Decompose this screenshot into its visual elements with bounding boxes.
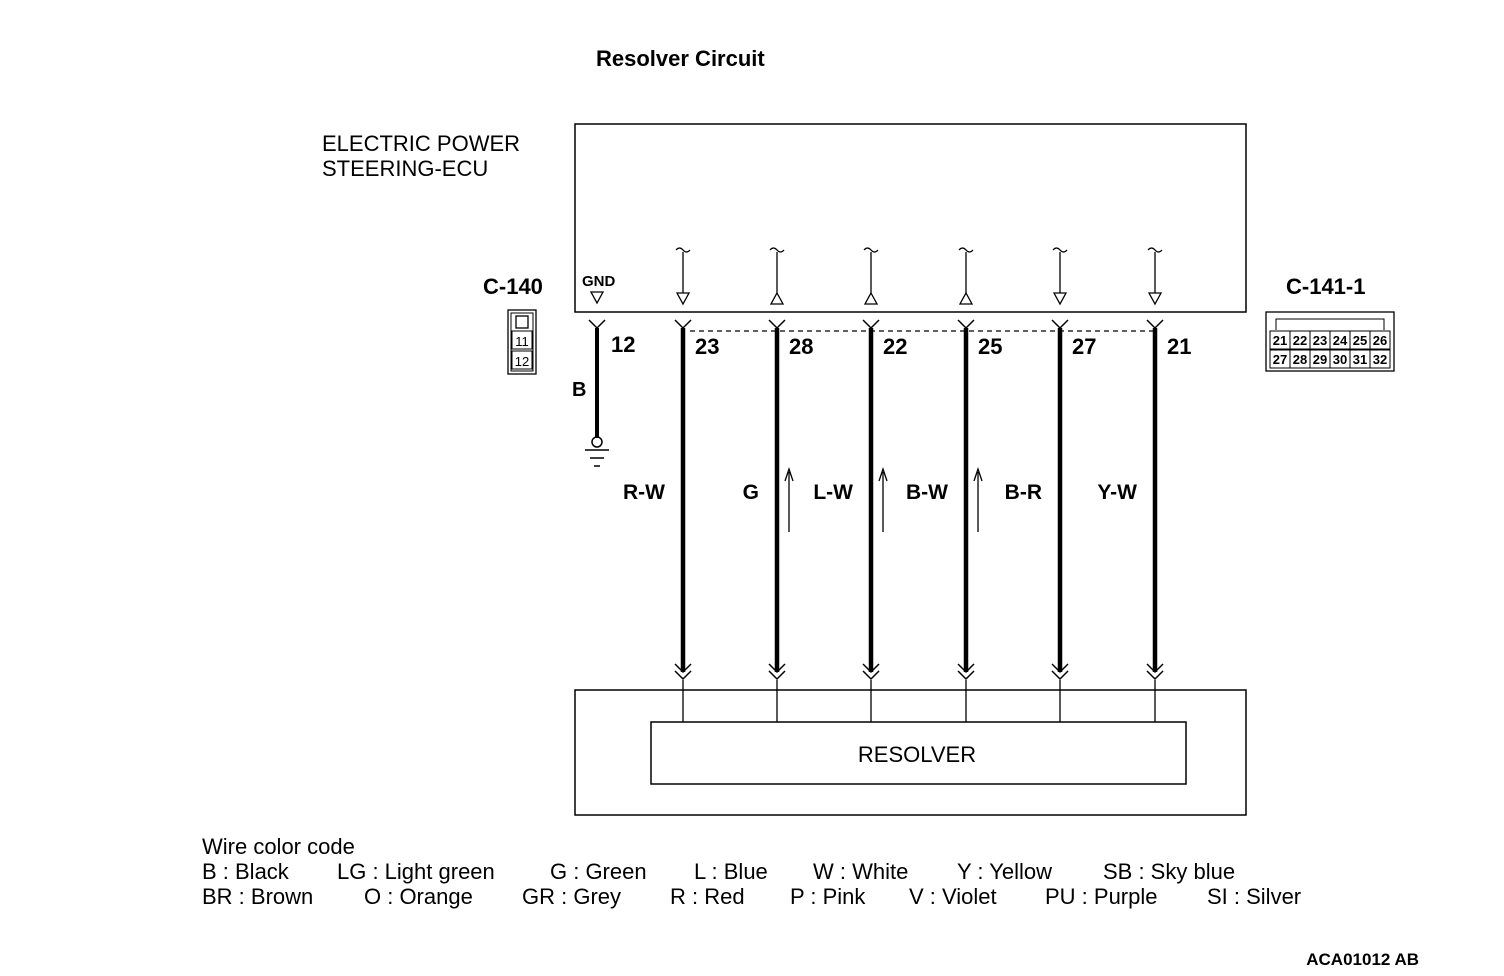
ecu-label-line1: ELECTRIC POWER xyxy=(322,131,520,156)
wire-color-label: B-R xyxy=(1005,481,1042,504)
legend-item: W : White xyxy=(813,859,908,884)
legend-item: Y : Yellow xyxy=(957,859,1052,884)
ground-wire xyxy=(585,319,609,467)
wire-pin-number: 23 xyxy=(695,334,719,359)
connector-c141-pin: 30 xyxy=(1333,352,1347,367)
connector-c140-pin-11: 11 xyxy=(515,334,529,349)
legend-row-2: BR : Brown O : Orange GR : Grey R : Red P : … xyxy=(202,884,1301,909)
connector-c141-pin: 23 xyxy=(1313,333,1327,348)
resolver-label: RESOLVER xyxy=(858,742,976,767)
legend-item: G : Green xyxy=(550,859,647,884)
chevron-connector-icon xyxy=(862,663,880,681)
wire-squiggle-icon xyxy=(675,247,691,253)
connector-c141-label: C-141-1 xyxy=(1286,274,1365,299)
wire-28: 28G xyxy=(743,247,813,722)
connector-c141-pin: 24 xyxy=(1333,333,1348,348)
ground-pin-number: 12 xyxy=(611,332,635,357)
connector-c141-cell xyxy=(1369,349,1391,369)
chevron-connector-icon xyxy=(1051,663,1069,681)
resolver-box xyxy=(650,721,1187,785)
legend-item: B : Black xyxy=(202,859,290,884)
wire-23: 23R-W xyxy=(623,247,719,722)
legend-item: L : Blue xyxy=(694,859,768,884)
signal-direction-icon xyxy=(675,292,691,306)
legend-item: SB : Sky blue xyxy=(1103,859,1235,884)
wire-squiggle-icon xyxy=(1147,247,1163,253)
wire-pin-number: 21 xyxy=(1167,334,1191,359)
ecu-box xyxy=(574,123,1247,313)
signal-direction-icon xyxy=(769,291,785,305)
signal-direction-icon xyxy=(1147,292,1163,306)
legend-title: Wire color code xyxy=(202,834,355,859)
wire-25: 25B-W xyxy=(906,247,1002,722)
wire-color-label: L-W xyxy=(813,481,853,504)
connector-c140-pin-12: 12 xyxy=(515,354,529,369)
connector-c141-pin: 31 xyxy=(1353,352,1367,367)
wire-27: 27B-R xyxy=(1005,247,1096,722)
chevron-connector-icon xyxy=(1146,663,1164,681)
ecu-label-line2: STEERING-ECU xyxy=(322,156,488,181)
resolver-outer-box xyxy=(574,689,1247,816)
legend-item: BR : Brown xyxy=(202,884,313,909)
connector-c141-pin: 28 xyxy=(1293,352,1307,367)
connector-c141-pin: 29 xyxy=(1313,352,1327,367)
legend-item: O : Orange xyxy=(364,884,473,909)
wire-pin-number: 25 xyxy=(978,334,1002,359)
connector-c141-pin: 21 xyxy=(1273,333,1287,348)
connector-c140-icon xyxy=(507,309,537,375)
wire-pin-number: 28 xyxy=(789,334,813,359)
legend-item: V : Violet xyxy=(909,884,997,909)
legend-item: R : Red xyxy=(670,884,745,909)
signal-direction-icon xyxy=(863,291,879,305)
ground-wire-color: B xyxy=(572,379,586,401)
wire-21: 21Y-W xyxy=(1097,247,1191,722)
figure-code: ACA01012 AB xyxy=(1306,950,1419,969)
chevron-connector-icon xyxy=(674,663,692,681)
wire-pin-number: 22 xyxy=(883,334,907,359)
chevron-connector-icon xyxy=(768,663,786,681)
connector-c141-pin: 27 xyxy=(1273,352,1287,367)
connector-c140-label: C-140 xyxy=(483,274,543,299)
legend-item: P : Pink xyxy=(790,884,866,909)
wire-squiggle-icon xyxy=(1052,247,1068,253)
legend-item: LG : Light green xyxy=(337,859,495,884)
wire-color-label: B-W xyxy=(906,481,948,504)
chevron-connector-icon xyxy=(957,663,975,681)
wire-squiggle-icon xyxy=(958,247,974,253)
wire-22: 22L-W xyxy=(813,247,907,722)
wire-color-label: G xyxy=(743,481,759,504)
diagram-title: Resolver Circuit xyxy=(596,46,765,71)
arrow-head-icon xyxy=(973,466,983,482)
connector-c141-cell xyxy=(1369,330,1391,350)
wire-color-label: Y-W xyxy=(1097,481,1137,504)
legend-item: SI : Silver xyxy=(1207,884,1301,909)
gnd-label: GND xyxy=(582,273,616,290)
gnd-triangle-icon xyxy=(589,291,605,305)
wire-squiggle-icon xyxy=(863,247,879,253)
legend-item: PU : Purple xyxy=(1045,884,1158,909)
connector-c141-icon xyxy=(1265,311,1395,372)
connector-c141-pin: 25 xyxy=(1353,333,1367,348)
wire-squiggle-icon xyxy=(769,247,785,253)
wire-color-label: R-W xyxy=(623,481,665,504)
legend-row-1: B : Black LG : Light green G : Green L : Bl… xyxy=(202,859,1235,884)
legend-item: GR : Grey xyxy=(522,884,621,909)
arrow-head-icon xyxy=(784,466,794,482)
signal-direction-icon xyxy=(958,291,974,305)
wire-pin-number: 27 xyxy=(1072,334,1096,359)
signal-direction-icon xyxy=(1052,292,1068,306)
connector-c141-pin: 22 xyxy=(1293,333,1307,348)
arrow-head-icon xyxy=(878,466,888,482)
connector-c141-pin: 32 xyxy=(1373,352,1387,367)
connector-c141-pin: 26 xyxy=(1373,333,1387,348)
